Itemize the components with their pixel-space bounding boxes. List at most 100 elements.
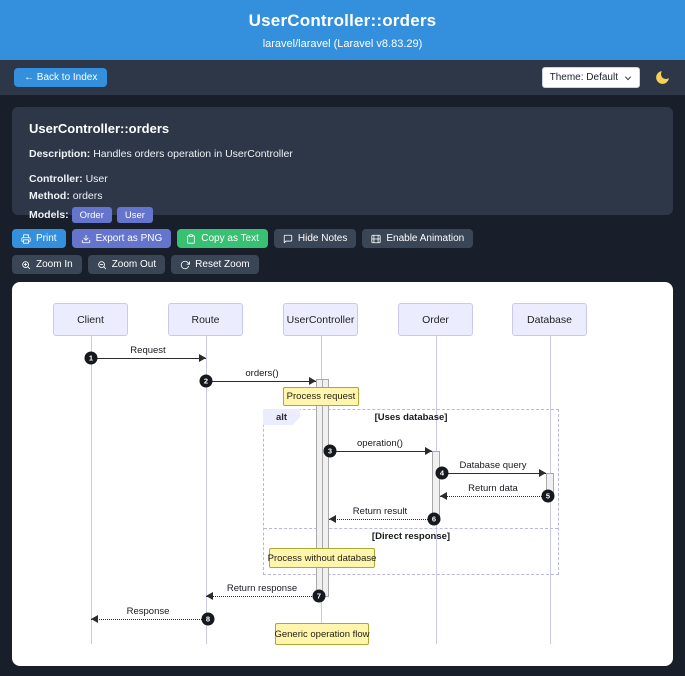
enable-animation-button[interactable]: Enable Animation <box>362 229 474 248</box>
message-label: operation() <box>357 438 403 449</box>
sequence-number: 1 <box>84 351 98 365</box>
navbar-right: Theme: Default <box>541 67 671 88</box>
message-label: orders() <box>245 368 279 379</box>
controller-label: Controller: <box>29 173 83 185</box>
dark-mode-toggle[interactable] <box>654 69 671 86</box>
arrowhead-icon <box>329 515 336 523</box>
message-label: Return response <box>226 583 298 594</box>
arrowhead-icon <box>91 615 98 623</box>
chevron-down-icon <box>624 75 632 80</box>
zoom-out-label: Zoom Out <box>111 259 157 270</box>
alt-divider <box>264 528 558 529</box>
message-label: Request <box>130 345 166 356</box>
sequence-number: 3 <box>323 444 337 458</box>
message-line <box>440 496 546 497</box>
film-icon <box>371 234 381 243</box>
sequence-number: 4 <box>435 466 449 480</box>
app-header: UserController::orders laravel/laravel (… <box>0 0 685 60</box>
arrowhead-icon <box>440 492 447 500</box>
message-label: Response <box>126 606 170 617</box>
message-line <box>206 596 316 597</box>
export-png-button[interactable]: Export as PNG <box>71 229 172 248</box>
message-line <box>206 381 316 382</box>
method-description: Description: Handles orders operation in… <box>29 148 656 160</box>
model-badges: Order User <box>71 207 153 223</box>
participant-client: Client <box>53 303 128 336</box>
participant-usercontroller: UserController <box>283 303 358 336</box>
sequence-number: 6 <box>427 512 441 526</box>
zoom-in-label: Zoom In <box>36 259 73 270</box>
enable-animation-label: Enable Animation <box>386 233 465 244</box>
crescent-moon-icon <box>656 71 669 84</box>
arrowhead-icon <box>199 354 206 362</box>
participant-order: Order <box>398 303 473 336</box>
sequence-number: 7 <box>312 589 326 603</box>
page-subtitle: laravel/laravel (Laravel v8.83.29) <box>262 37 423 50</box>
activation-order <box>432 451 440 521</box>
message-label: Return result <box>352 506 408 517</box>
page-title: UserController::orders <box>248 10 437 30</box>
models-label: Models: <box>29 208 69 221</box>
message-line <box>91 358 206 359</box>
model-badge: User <box>116 207 153 223</box>
arrowhead-icon <box>206 592 213 600</box>
print-button[interactable]: Print <box>12 229 66 248</box>
refresh-icon <box>181 260 191 269</box>
description-value: Handles orders operation in UserControll… <box>93 148 293 160</box>
main-content: UserController::orders Description: Hand… <box>0 107 685 666</box>
alt-condition-direct-response: [Direct response] <box>371 531 451 542</box>
lifeline-client <box>90 336 92 644</box>
sequence-number: 5 <box>541 489 555 503</box>
participant-database: Database <box>512 303 587 336</box>
theme-select-value: Theme: Default <box>549 72 618 83</box>
copy-as-text-label: Copy as Text <box>201 233 259 244</box>
hide-notes-label: Hide Notes <box>297 233 348 244</box>
sequence-number: 8 <box>201 612 215 626</box>
navbar: ← Back to Index Theme: Default <box>0 60 685 95</box>
alt-frame: alt [Uses database] [Direct response] <box>263 409 559 575</box>
back-to-index-button[interactable]: ← Back to Index <box>14 68 108 87</box>
message-line <box>440 473 546 474</box>
message-line <box>329 451 432 452</box>
export-png-label: Export as PNG <box>95 233 163 244</box>
sequence-number: 2 <box>199 374 213 388</box>
magnifier-plus-icon <box>22 260 31 269</box>
toolbar-actions: Print Export as PNG Copy as Text Hide No… <box>12 229 673 248</box>
alt-condition-uses-database: [Uses database] <box>374 412 448 423</box>
note-process-without-database: Process without database <box>268 548 376 568</box>
toolbar-zoom: Zoom In Zoom Out Reset Zoom <box>12 255 673 274</box>
reset-zoom-button[interactable]: Reset Zoom <box>171 255 259 274</box>
controller-row: Controller: User <box>29 173 656 185</box>
hide-notes-button[interactable]: Hide Notes <box>273 229 357 248</box>
clipboard-icon <box>187 233 196 244</box>
method-info-panel: UserController::orders Description: Hand… <box>12 107 673 223</box>
controller-value: User <box>85 173 108 185</box>
download-icon <box>81 234 90 243</box>
print-label: Print <box>36 233 57 244</box>
activation-usercontroller-nested <box>322 379 329 597</box>
method-title: UserController::orders <box>29 121 170 136</box>
lifeline-route <box>205 336 207 644</box>
message-line <box>91 619 206 620</box>
zoom-in-button[interactable]: Zoom In <box>12 255 82 274</box>
theme-select[interactable]: Theme: Default <box>541 67 640 88</box>
alt-frame-label: alt <box>263 409 300 425</box>
arrowhead-icon <box>309 377 316 385</box>
zoom-out-button[interactable]: Zoom Out <box>87 255 166 274</box>
note-generic-operation-flow: Generic operation flow <box>274 623 370 645</box>
arrowhead-icon <box>539 469 546 477</box>
sequence-diagram: Client Route UserController Order Databa… <box>12 282 673 666</box>
models-row: Models: Order User <box>29 207 656 223</box>
description-label: Description: <box>29 148 91 160</box>
participant-route: Route <box>168 303 243 336</box>
model-badge: Order <box>71 207 112 223</box>
message-label: Database query <box>459 460 527 471</box>
method-label: Method: <box>29 190 70 202</box>
message-line <box>329 519 432 520</box>
arrowhead-icon <box>425 447 432 455</box>
copy-as-text-button[interactable]: Copy as Text <box>177 229 268 248</box>
speech-bubble-icon <box>283 234 293 243</box>
printer-icon <box>21 233 31 244</box>
method-value: orders <box>72 190 103 202</box>
method-row: Method: orders <box>29 190 656 202</box>
